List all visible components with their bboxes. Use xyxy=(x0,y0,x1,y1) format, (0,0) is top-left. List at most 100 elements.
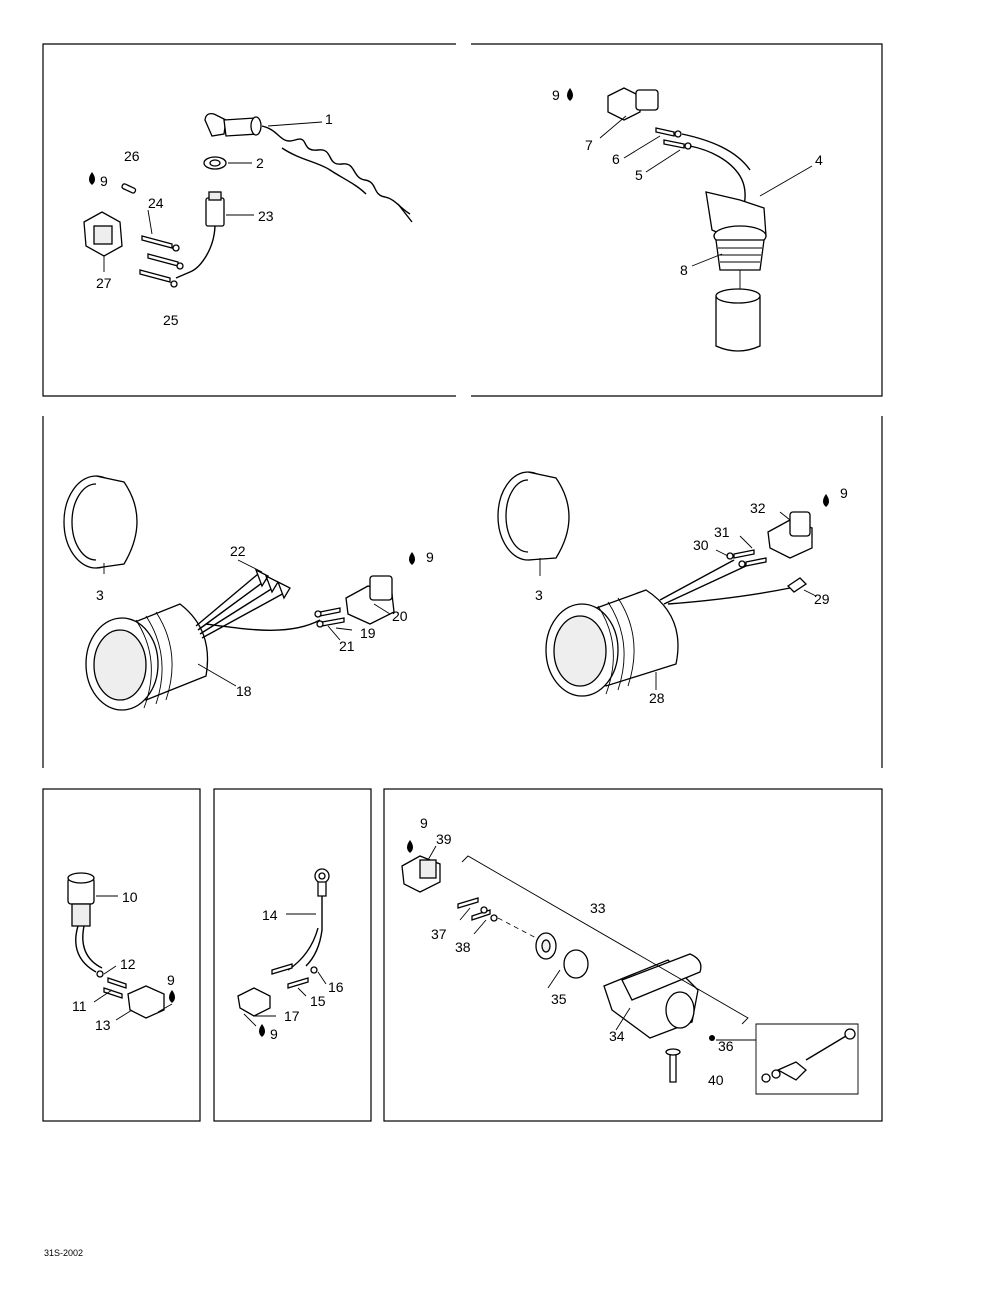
sensor-wire xyxy=(689,145,746,207)
label-15: 15 xyxy=(310,993,326,1009)
inset-washer xyxy=(844,1028,856,1040)
terminal-ring-3 xyxy=(170,280,178,288)
cord-clip xyxy=(397,203,413,223)
label-21: 21 xyxy=(339,638,355,654)
connector-7-cap xyxy=(635,89,659,111)
inset-36 xyxy=(755,1023,859,1095)
panel-frames xyxy=(42,43,883,1122)
grease-drop-icon xyxy=(409,552,415,565)
leader-20 xyxy=(373,603,391,615)
label-34: 34 xyxy=(609,1028,625,1044)
label-10: 10 xyxy=(122,889,138,905)
washer-hole xyxy=(209,159,221,167)
connector-13 xyxy=(127,985,165,1019)
lanyard-cap xyxy=(204,112,227,137)
sensor-10-body xyxy=(71,903,91,927)
label-24: 24 xyxy=(148,195,164,211)
grease-drop-icon xyxy=(169,990,175,1003)
leader-11 xyxy=(93,989,113,1003)
leader-13 xyxy=(115,1009,133,1021)
screw-head xyxy=(665,1048,681,1056)
label-9f: 9 xyxy=(270,1026,278,1042)
grease-drop-icon xyxy=(823,494,829,507)
label-9g: 9 xyxy=(420,815,428,831)
label-9a: 9 xyxy=(552,87,560,103)
inset-nut-2 xyxy=(771,1069,781,1079)
leader-17 xyxy=(243,1013,276,1027)
seal-16 xyxy=(310,966,318,974)
bezel-ring-side xyxy=(95,475,138,569)
coiled-cord xyxy=(261,125,411,215)
connector-17 xyxy=(237,987,271,1017)
label-28: 28 xyxy=(649,690,665,706)
label-38: 38 xyxy=(455,939,471,955)
label-37: 37 xyxy=(431,926,447,942)
grease-drop-icon xyxy=(567,88,573,101)
bracket-33 xyxy=(461,855,749,1025)
label-22: 22 xyxy=(230,543,246,559)
label-9d: 9 xyxy=(840,485,848,501)
label-40: 40 xyxy=(708,1072,724,1088)
label-16: 16 xyxy=(328,979,344,995)
screw-40 xyxy=(669,1051,677,1083)
terminals-15 xyxy=(271,963,309,989)
leader-35 xyxy=(547,969,561,989)
label-13: 13 xyxy=(95,1017,111,1033)
seal-38-b xyxy=(490,914,498,922)
ring-terminal-hole xyxy=(318,872,326,880)
label-29: 29 xyxy=(814,591,830,607)
leader-22 xyxy=(237,559,263,573)
trim-sender-group xyxy=(401,840,859,1095)
connector-32-cap xyxy=(789,511,811,537)
grease-drop-icon xyxy=(407,840,413,853)
label-9e: 9 xyxy=(167,972,175,988)
label-36: 36 xyxy=(718,1038,734,1054)
sensor-10-top xyxy=(67,872,95,884)
fastener-36 xyxy=(709,1035,715,1041)
connector-face xyxy=(93,225,113,245)
sensor-cup xyxy=(715,295,761,352)
leader-12 xyxy=(103,965,117,975)
leader-21 xyxy=(327,625,341,641)
leader-29 xyxy=(803,589,817,597)
lead-14-group xyxy=(237,868,330,1037)
label-19: 19 xyxy=(360,625,376,641)
switch-wire xyxy=(175,225,216,279)
leader-5 xyxy=(645,149,681,173)
seal-31 xyxy=(738,560,746,568)
label-25: 25 xyxy=(163,312,179,328)
label-9c: 9 xyxy=(426,549,434,565)
grommet-hole xyxy=(541,939,551,953)
label-2: 2 xyxy=(256,155,264,171)
label-27: 27 xyxy=(96,275,112,291)
leader-6 xyxy=(623,135,661,159)
gauge-wires xyxy=(659,559,791,605)
leader-39 xyxy=(427,845,437,861)
sender-arm xyxy=(621,953,702,1001)
seal-6 xyxy=(674,130,682,138)
label-7: 7 xyxy=(585,137,593,153)
terminals-11 xyxy=(103,977,127,999)
seal-21 xyxy=(314,610,322,618)
gauge-wires xyxy=(195,573,321,639)
frame-bottom-right xyxy=(383,788,883,1122)
label-3b: 3 xyxy=(535,587,543,603)
leader-15 xyxy=(297,987,307,997)
frame-top-right xyxy=(471,43,883,397)
label-4: 4 xyxy=(815,152,823,168)
lead-14-wire xyxy=(305,896,323,967)
label-31: 31 xyxy=(714,524,730,540)
frame-middle xyxy=(42,416,883,768)
leader-30 xyxy=(715,549,729,557)
label-20: 20 xyxy=(392,608,408,624)
gauge-ribs xyxy=(135,611,173,709)
terminals xyxy=(139,235,179,283)
label-26: 26 xyxy=(124,148,140,164)
label-3a: 3 xyxy=(96,587,104,603)
gauge-28-group xyxy=(497,471,829,697)
leader-32 xyxy=(779,511,791,521)
label-17: 17 xyxy=(284,1008,300,1024)
leader-7 xyxy=(599,115,627,139)
thread-lines xyxy=(718,247,762,263)
